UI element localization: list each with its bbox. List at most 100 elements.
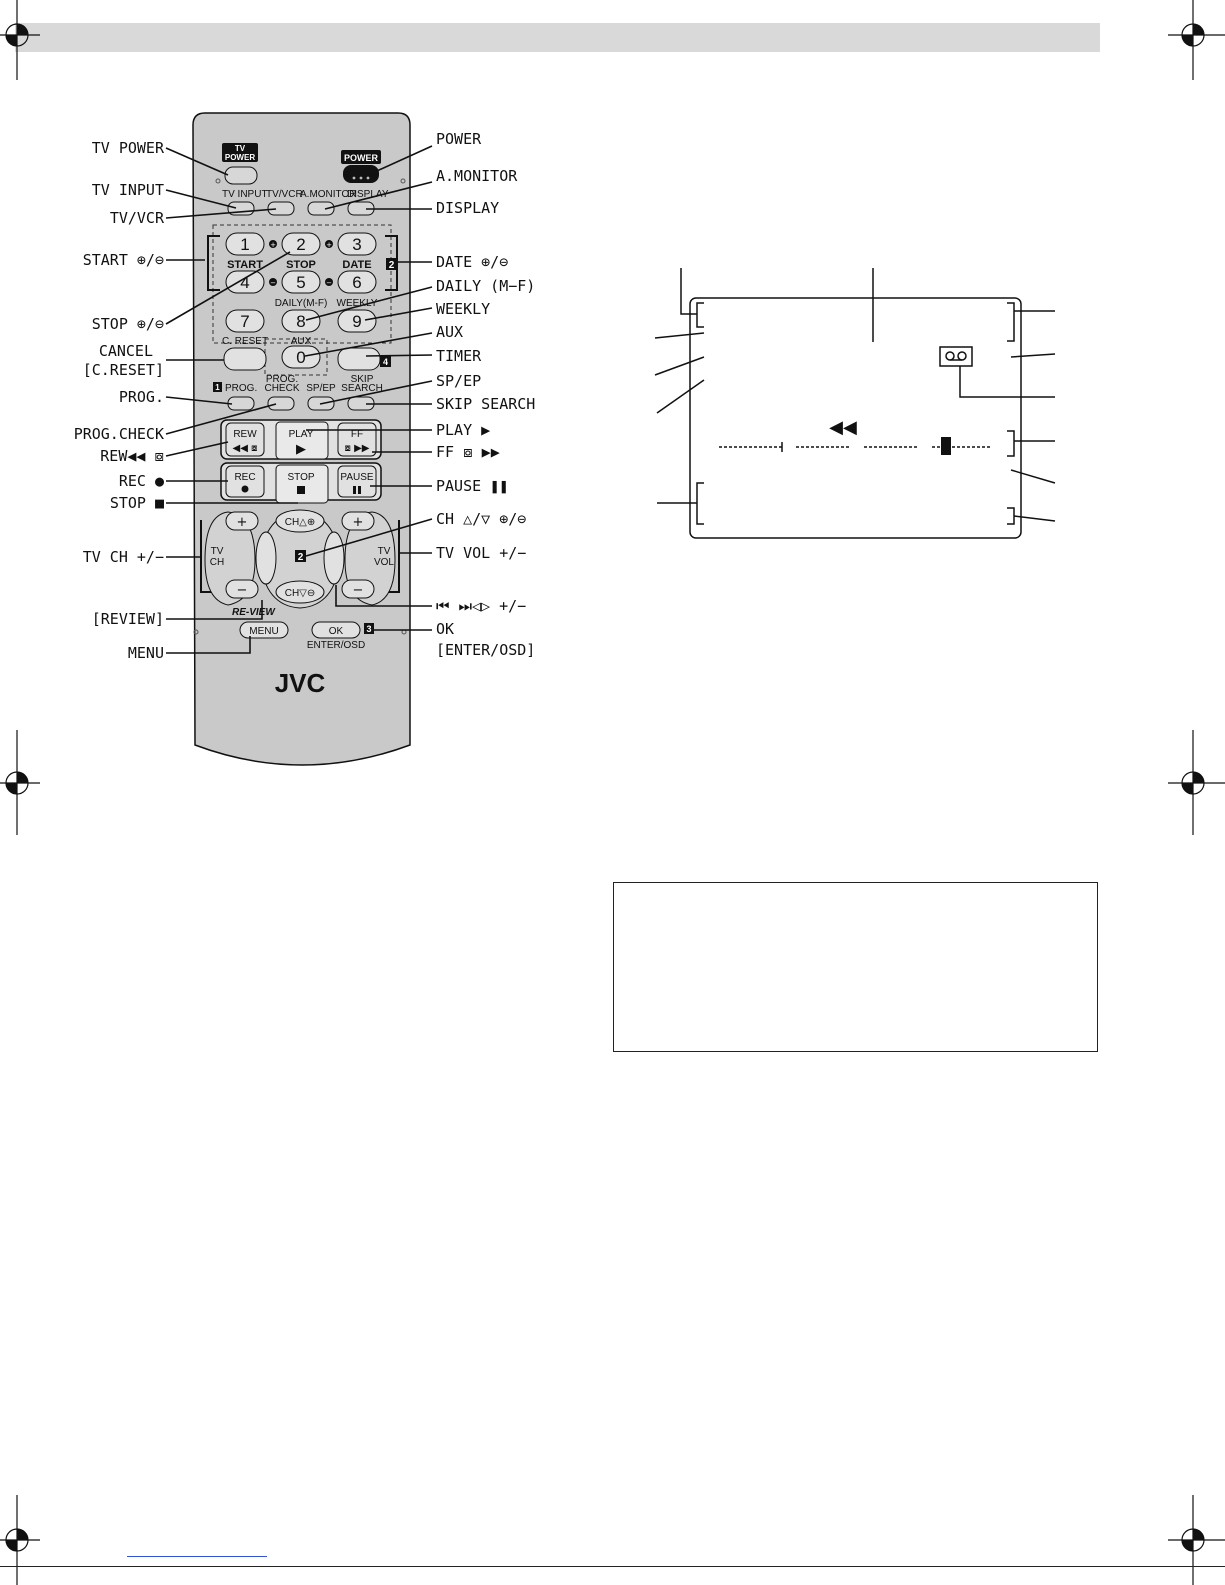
tv-input-key-label: TV INPUT	[222, 189, 268, 200]
rew-button[interactable]	[225, 422, 265, 457]
tv-vol-minus[interactable]	[341, 579, 375, 599]
ok-button[interactable]	[311, 621, 361, 639]
daily-key-label: DAILY(M-F)	[275, 298, 328, 309]
tv-vcr-button[interactable]	[267, 201, 295, 216]
svg-text:TV: TV	[211, 546, 224, 557]
digit-3-label: 3	[352, 235, 361, 254]
digit-0-button[interactable]	[281, 345, 321, 369]
digit-5-button[interactable]	[281, 270, 321, 294]
skip-back-button[interactable]	[255, 531, 277, 585]
ff-key-label: FF	[351, 429, 363, 440]
tv-vol-plus[interactable]	[341, 511, 375, 531]
play-key-label: PLAY	[289, 429, 314, 440]
digit-3-button[interactable]	[337, 232, 377, 256]
callout-review: [REVIEW]	[91, 610, 164, 628]
a-monitor-button[interactable]	[307, 201, 335, 216]
ch-down-key-label: CH▽⊖	[285, 588, 316, 599]
cassette-icon	[939, 346, 973, 367]
svg-text:TV: TV	[235, 144, 246, 153]
leader-lines-right	[304, 145, 433, 631]
callout-play: PLAY ▶	[436, 421, 491, 439]
svg-text:POWER: POWER	[225, 153, 255, 162]
skip-key-label-2: SEARCH	[341, 383, 383, 394]
stop-key-label: STOP	[286, 259, 316, 271]
svg-text:▶: ▶	[296, 442, 306, 457]
digit-keys	[225, 232, 377, 369]
tv-ch-minus[interactable]	[225, 579, 259, 599]
callout-rec: REC ●	[118, 472, 164, 490]
svg-text:2: 2	[389, 260, 395, 271]
callout-rew: REW◀◀ ⧇	[100, 447, 164, 465]
c-reset-button[interactable]	[223, 347, 267, 371]
ff-button[interactable]	[337, 422, 377, 457]
callout-tv-ch: TV CH +/−	[82, 548, 164, 566]
power-button[interactable]	[343, 165, 379, 183]
timer-button[interactable]	[337, 347, 381, 371]
header-bar	[15, 23, 1100, 52]
digit-8-button[interactable]	[281, 309, 321, 333]
callout-sp-ep: SP/EP	[436, 372, 482, 390]
callout-tv-vcr: TV/VCR	[109, 209, 164, 227]
date-key-label: DATE	[342, 259, 371, 271]
badge-1-prog	[213, 382, 222, 392]
svg-text:TV/VCR: TV/VCR	[266, 189, 303, 200]
svg-text:TV: TV	[378, 546, 391, 557]
note-box	[613, 882, 1098, 1052]
stop-button[interactable]	[275, 464, 329, 504]
callout-skip: ⏮ ⏭◁▷ +/−	[436, 597, 527, 615]
digit-9-button[interactable]	[337, 309, 377, 333]
callout-ok: OK	[436, 620, 455, 638]
tape-position-marker	[941, 437, 951, 455]
digit-9-label: 9	[352, 312, 361, 331]
svg-text:+: +	[237, 515, 248, 530]
callout-c-reset: [C.RESET]	[82, 361, 164, 379]
skip-forward-button[interactable]	[323, 531, 345, 585]
footer-link-underline	[127, 1556, 267, 1557]
svg-text:−: −	[353, 583, 364, 598]
aux-key-label: AUX	[291, 336, 312, 347]
keypad-dashed-box	[212, 224, 392, 344]
prog-check-button[interactable]	[267, 396, 295, 411]
ch-up-button[interactable]	[275, 509, 325, 533]
pause-button[interactable]	[337, 465, 377, 498]
sp-ep-key-label: SP/EP	[306, 383, 336, 394]
ch-down-button[interactable]	[275, 580, 325, 604]
digit-4-label: 4	[240, 273, 249, 292]
digit-0-label: 0	[296, 348, 305, 367]
digit-2-button[interactable]	[281, 232, 321, 256]
svg-text:DISPLAY: DISPLAY	[347, 189, 389, 200]
svg-text:VOL: VOL	[374, 557, 394, 568]
callout-timer: TIMER	[436, 347, 482, 365]
callout-a-monitor: A.MONITOR	[436, 167, 518, 185]
osd-screen-frame	[689, 297, 1022, 539]
rec-key-label: REC	[234, 472, 255, 483]
svg-text:CH: CH	[210, 557, 224, 568]
callout-stop: STOP ■	[109, 494, 164, 512]
digit-4-button[interactable]	[225, 270, 265, 294]
start-key-label: START	[227, 259, 263, 271]
digit-2-label: 2	[296, 235, 305, 254]
svg-text:4: 4	[383, 357, 388, 367]
menu-button[interactable]	[239, 621, 289, 639]
callout-ff: FF ⧇ ▶▶	[436, 443, 500, 461]
tv-ch-plus[interactable]	[225, 511, 259, 531]
callout-stop-pm: STOP ⊕/⊖	[91, 315, 164, 333]
skip-key-label-1: SKIP	[351, 374, 374, 385]
badge-2-date	[386, 258, 397, 270]
callout-date: DATE ⊕/⊖	[436, 253, 509, 271]
tv-power-button[interactable]	[224, 166, 258, 185]
play-button[interactable]	[275, 421, 329, 460]
svg-text:+: +	[353, 515, 364, 530]
osd-brackets	[696, 302, 1015, 525]
badge-4-timer	[380, 356, 391, 367]
svg-text:2: 2	[298, 552, 304, 563]
badge-3-ok	[364, 623, 374, 634]
digit-1-button[interactable]	[225, 232, 265, 256]
callout-start: START ⊕/⊖	[82, 251, 164, 269]
svg-text:3: 3	[366, 624, 371, 634]
digit-7-button[interactable]	[225, 309, 265, 333]
digit-6-button[interactable]	[337, 270, 377, 294]
registration-mark-tr	[1168, 0, 1225, 80]
